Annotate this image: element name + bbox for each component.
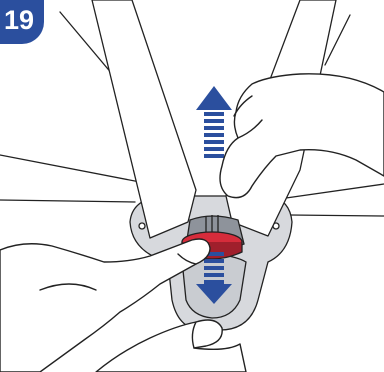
step-badge: 19	[0, 0, 44, 44]
left-hand	[0, 238, 211, 372]
right-hand	[219, 73, 384, 199]
up-arrow-icon	[196, 86, 232, 158]
left-thumb	[95, 319, 247, 372]
down-arrow-icon	[196, 252, 232, 304]
step-number: 19	[3, 4, 35, 35]
